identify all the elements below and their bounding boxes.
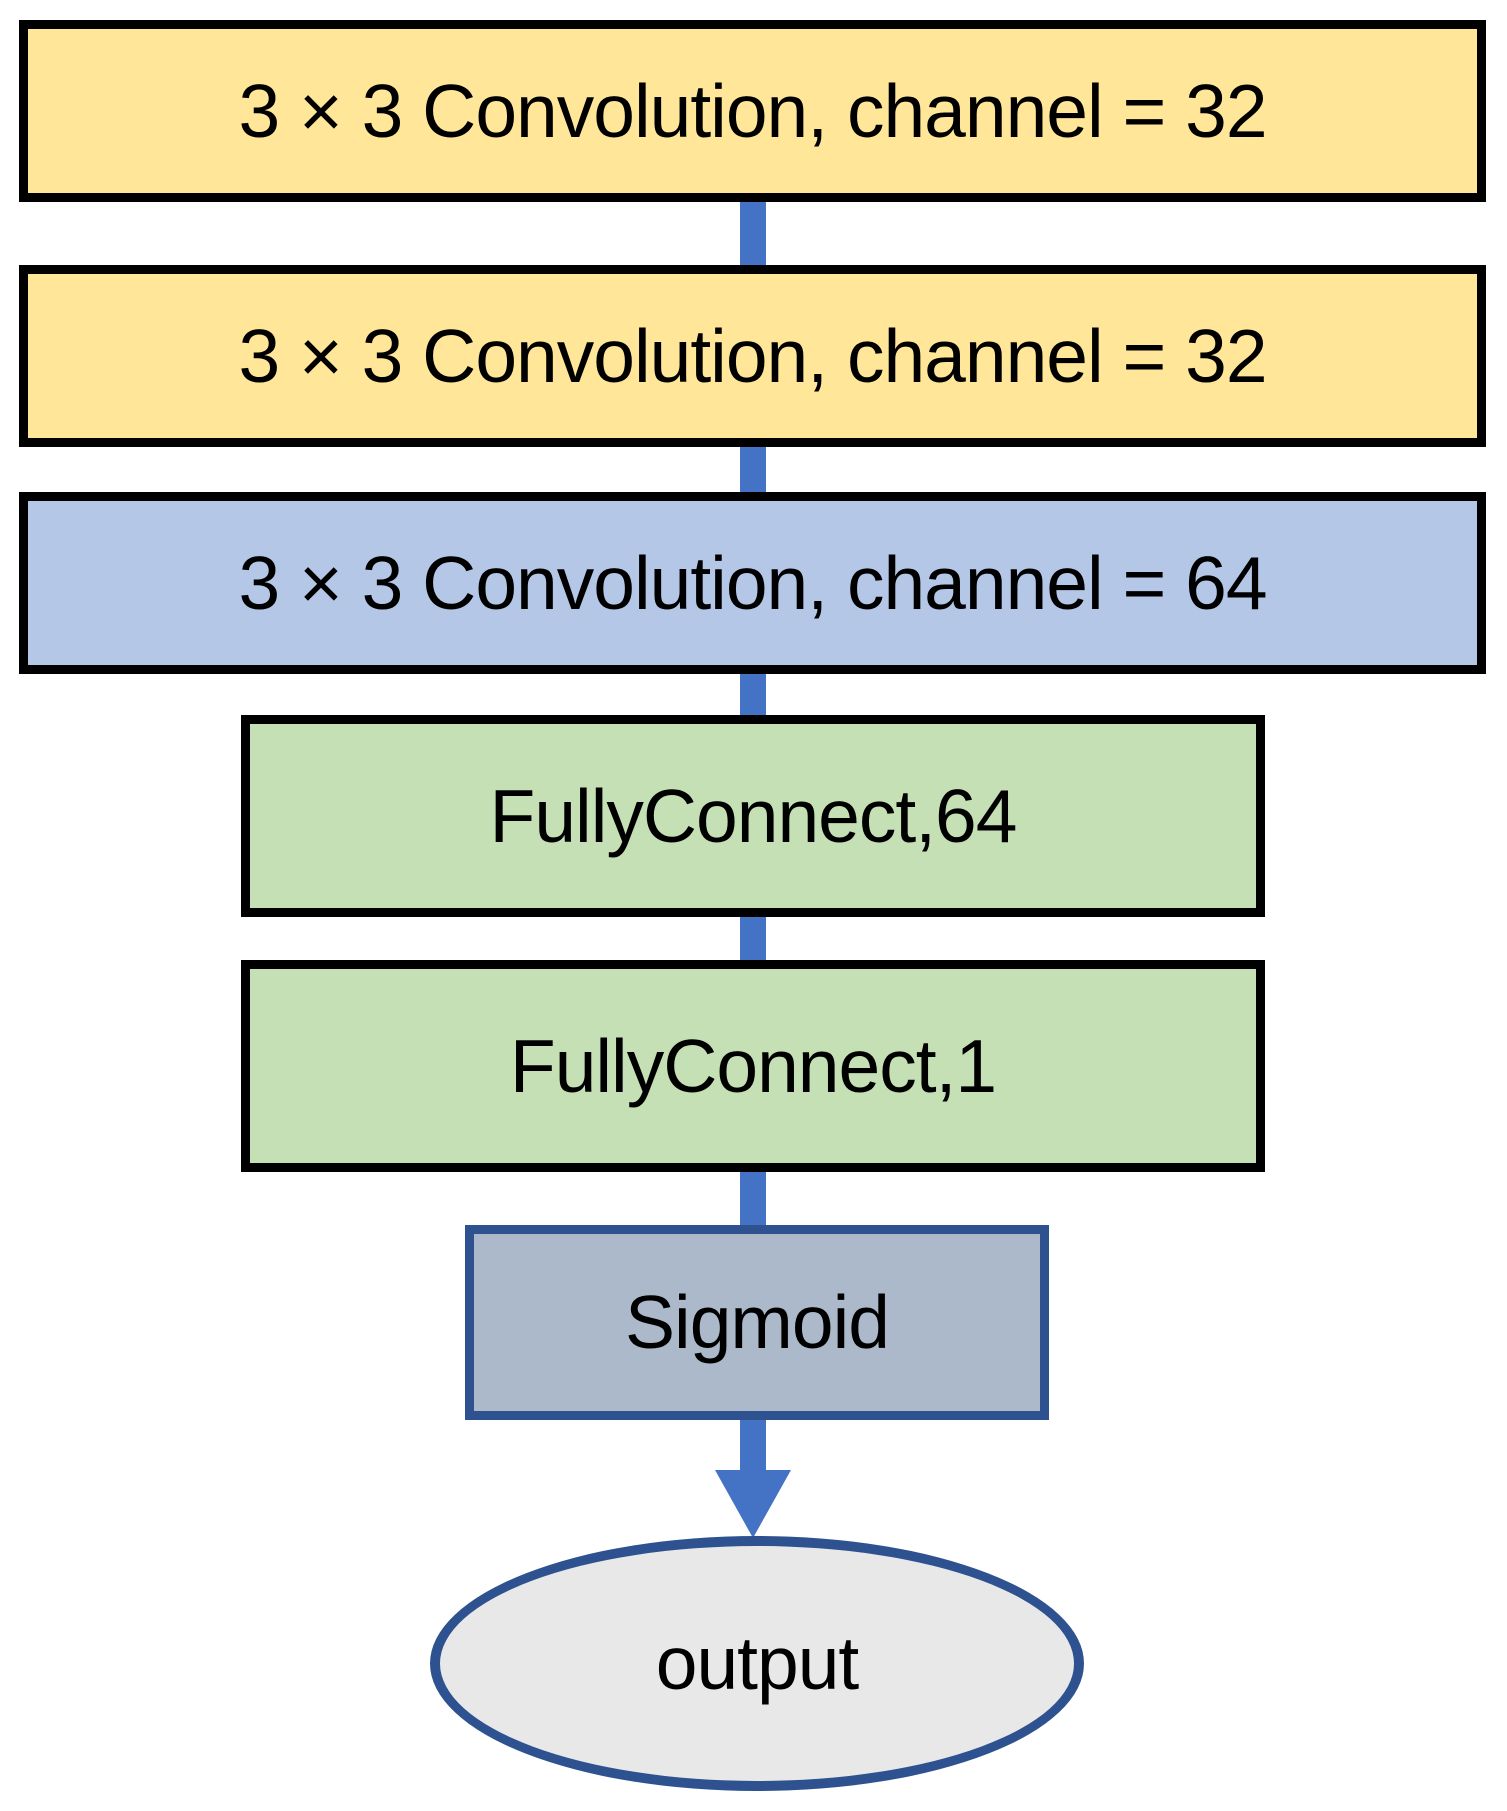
node-conv1-label: 3 × 3 Convolution, channel = 32 — [238, 68, 1267, 153]
node-fullyconnect-1: FullyConnect,1 — [241, 960, 1265, 1172]
node-fullyconnect-64-label: FullyConnect,64 — [489, 773, 1018, 858]
down-arrow-icon — [715, 1470, 791, 1538]
node-sigmoid-label: Sigmoid — [625, 1280, 890, 1364]
node-conv2-label: 3 × 3 Convolution, channel = 32 — [238, 313, 1267, 398]
connector-fc1-sigmoid — [740, 1168, 766, 1228]
node-fullyconnect-64: FullyConnect,64 — [241, 715, 1265, 917]
connector-conv1-conv2 — [740, 198, 766, 268]
node-conv3: 3 × 3 Convolution, channel = 64 — [19, 492, 1486, 674]
node-conv3-label: 3 × 3 Convolution, channel = 64 — [238, 540, 1267, 625]
node-fullyconnect-1-label: FullyConnect,1 — [509, 1023, 997, 1108]
connector-conv3-fc64 — [740, 669, 766, 719]
node-conv2: 3 × 3 Convolution, channel = 32 — [19, 265, 1486, 447]
node-output-ellipse: output — [430, 1536, 1084, 1791]
node-output-label: output — [655, 1621, 860, 1705]
node-sigmoid: Sigmoid — [465, 1225, 1049, 1420]
node-conv1: 3 × 3 Convolution, channel = 32 — [19, 20, 1486, 202]
connector-fc64-fc1 — [740, 913, 766, 963]
arrow-shaft — [740, 1416, 766, 1472]
